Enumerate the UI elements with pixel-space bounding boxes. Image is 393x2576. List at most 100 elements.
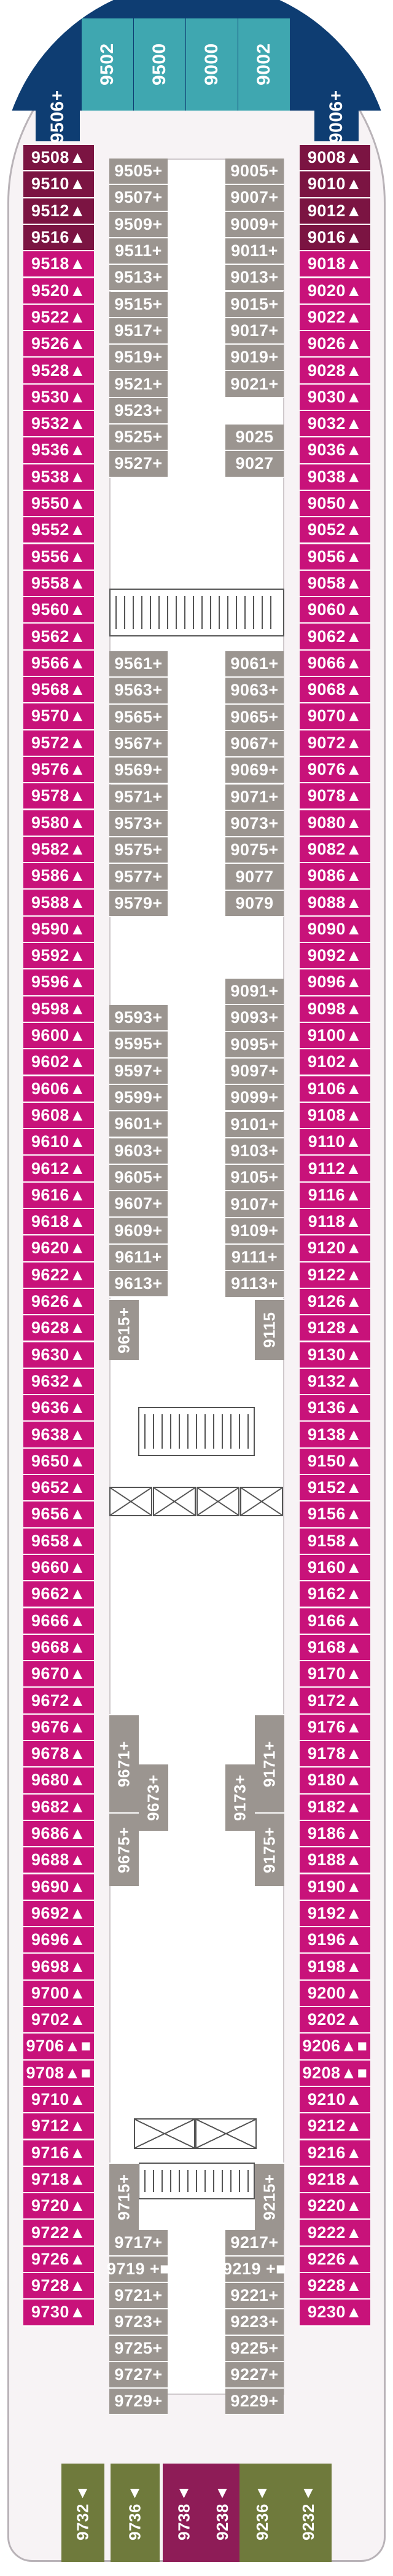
- cabin[interactable]: 9630▲: [23, 1342, 94, 1369]
- cabin[interactable]: 9532▲: [23, 411, 94, 438]
- cabin[interactable]: 9650▲: [23, 1448, 94, 1475]
- cabin[interactable]: 9593+: [109, 1005, 168, 1032]
- cabin[interactable]: 9208▲■: [300, 2060, 370, 2087]
- cabin[interactable]: 9152▲: [300, 1475, 370, 1502]
- cabin[interactable]: 9572▲: [23, 730, 94, 757]
- cabin[interactable]: 9666▲: [23, 1608, 94, 1635]
- cabin[interactable]: 9018▲: [300, 251, 370, 278]
- cabin[interactable]: 9073+: [225, 810, 284, 838]
- cabin[interactable]: 9618▲: [23, 1209, 94, 1236]
- cabin[interactable]: 9172▲: [300, 1688, 370, 1715]
- cabin[interactable]: 9560▲: [23, 597, 94, 624]
- cabin[interactable]: 9112▲: [300, 1156, 370, 1183]
- cabin[interactable]: 9638▲: [23, 1422, 94, 1449]
- cabin[interactable]: 9020▲: [300, 278, 370, 305]
- cabin[interactable]: 9071+: [225, 784, 284, 811]
- cabin[interactable]: 9588▲: [23, 890, 94, 917]
- cabin[interactable]: 9690▲: [23, 1874, 94, 1901]
- cabin[interactable]: 9586▲: [23, 863, 94, 890]
- cabin[interactable]: 9078▲: [300, 783, 370, 810]
- cabin[interactable]: 9225+: [225, 2336, 284, 2362]
- cabin[interactable]: 9671+: [109, 1714, 139, 1812]
- cabin[interactable]: 9012▲: [300, 198, 370, 225]
- cabin[interactable]: 9595+: [109, 1032, 168, 1059]
- cabin[interactable]: 9025: [225, 425, 284, 452]
- cabin[interactable]: 9058▲: [300, 570, 370, 598]
- cabin[interactable]: 9223+: [225, 2309, 284, 2336]
- cabin[interactable]: 9198▲: [300, 1954, 370, 1981]
- cabin[interactable]: 9176▲: [300, 1714, 370, 1741]
- cabin[interactable]: 9218▲: [300, 2166, 370, 2194]
- cabin[interactable]: 9050▲: [300, 490, 370, 518]
- cabin[interactable]: 9578▲: [23, 783, 94, 810]
- cabin[interactable]: 9582▲: [23, 836, 94, 864]
- cabin[interactable]: 9605+: [109, 1164, 168, 1192]
- cabin[interactable]: 9732▲: [61, 2464, 104, 2562]
- cabin[interactable]: 9138▲: [300, 1422, 370, 1449]
- cabin[interactable]: 9212▲: [300, 2113, 370, 2140]
- cabin[interactable]: 9500: [134, 18, 185, 111]
- cabin[interactable]: 9673+: [139, 1763, 168, 1831]
- cabin[interactable]: 9236▲: [239, 2464, 286, 2562]
- cabin[interactable]: 9086▲: [300, 863, 370, 890]
- cabin[interactable]: 9509+: [109, 211, 168, 238]
- cabin[interactable]: 9210▲: [300, 2086, 370, 2114]
- cabin[interactable]: 9156▲: [300, 1501, 370, 1529]
- cabin[interactable]: 9738▲: [163, 2464, 206, 2562]
- cabin[interactable]: 9715+: [109, 2163, 139, 2230]
- cabin[interactable]: 9079: [225, 890, 284, 917]
- cabin[interactable]: 9728▲: [23, 2273, 94, 2300]
- cabin[interactable]: 9527+: [109, 451, 168, 478]
- cabin[interactable]: 9616▲: [23, 1182, 94, 1209]
- cabin[interactable]: 9672▲: [23, 1688, 94, 1715]
- cabin[interactable]: 9670▲: [23, 1661, 94, 1688]
- cabin[interactable]: 9716▲: [23, 2140, 94, 2167]
- cabin[interactable]: 9519+: [109, 345, 168, 372]
- cabin[interactable]: 9609+: [109, 1218, 168, 1245]
- cabin[interactable]: 9072▲: [300, 730, 370, 757]
- cabin[interactable]: 9692▲: [23, 1900, 94, 1928]
- cabin[interactable]: 9022▲: [300, 304, 370, 332]
- cabin[interactable]: 9680▲: [23, 1768, 94, 1795]
- cabin[interactable]: 9577+: [109, 864, 168, 891]
- cabin[interactable]: 9526▲: [23, 331, 94, 358]
- cabin[interactable]: 9160▲: [300, 1554, 370, 1582]
- cabin[interactable]: 9206▲■: [300, 2034, 370, 2061]
- cabin[interactable]: 9132▲: [300, 1368, 370, 1396]
- cabin[interactable]: 9115: [255, 1299, 284, 1360]
- cabin[interactable]: 9215+: [255, 2163, 284, 2230]
- cabin[interactable]: 9200▲: [300, 1980, 370, 2007]
- cabin[interactable]: 9675+: [109, 1812, 139, 1886]
- cabin[interactable]: 9088▲: [300, 890, 370, 917]
- cabin[interactable]: 9706▲■: [23, 2034, 94, 2061]
- cabin[interactable]: 9182▲: [300, 1794, 370, 1821]
- cabin[interactable]: 9736▲: [111, 2464, 160, 2562]
- cabin[interactable]: 9175+: [255, 1812, 284, 1886]
- cabin[interactable]: 9528▲: [23, 358, 94, 385]
- cabin[interactable]: 9520▲: [23, 278, 94, 305]
- cabin[interactable]: 9103+: [225, 1138, 284, 1165]
- cabin[interactable]: 9590▲: [23, 916, 94, 943]
- cabin[interactable]: 9712▲: [23, 2113, 94, 2140]
- cabin[interactable]: 9658▲: [23, 1528, 94, 1555]
- cabin[interactable]: 9596▲: [23, 969, 94, 996]
- cabin[interactable]: 9168▲: [300, 1634, 370, 1662]
- cabin[interactable]: 9238▲: [206, 2464, 239, 2562]
- cabin[interactable]: 9725+: [109, 2336, 168, 2362]
- cabin[interactable]: 9162▲: [300, 1581, 370, 1608]
- cabin[interactable]: 9101+: [225, 1111, 284, 1138]
- cabin[interactable]: 9656▲: [23, 1501, 94, 1529]
- cabin[interactable]: 9230▲: [300, 2300, 370, 2327]
- cabin[interactable]: 9075+: [225, 837, 284, 864]
- cabin[interactable]: 9513+: [109, 265, 168, 292]
- cabin[interactable]: 9579+: [109, 890, 168, 917]
- cabin[interactable]: 9525+: [109, 425, 168, 452]
- cabin[interactable]: 9729+: [109, 2389, 168, 2415]
- cabin[interactable]: 9600▲: [23, 1022, 94, 1050]
- cabin[interactable]: 9036▲: [300, 437, 370, 464]
- cabin[interactable]: 9107+: [225, 1191, 284, 1218]
- cabin[interactable]: 9512▲: [23, 198, 94, 225]
- cabin[interactable]: 9082▲: [300, 836, 370, 864]
- cabin[interactable]: 9530▲: [23, 384, 94, 411]
- cabin[interactable]: 9017+: [225, 318, 284, 345]
